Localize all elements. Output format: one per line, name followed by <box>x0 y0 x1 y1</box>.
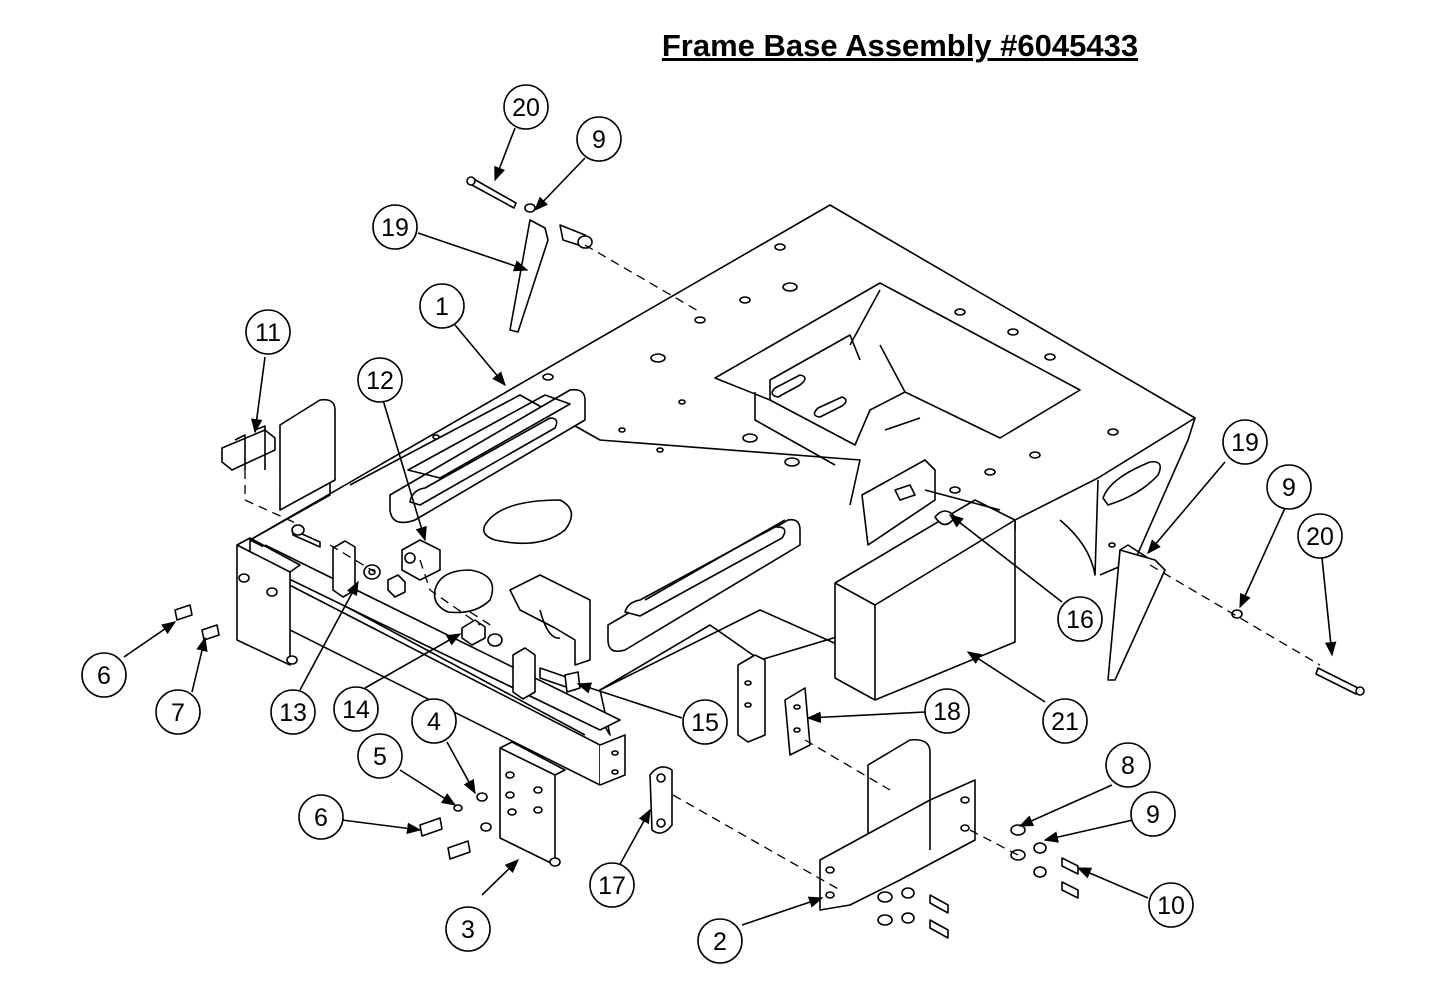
callout-7: 7 <box>155 689 201 735</box>
main-frame <box>249 204 1196 786</box>
callout-19-top: 19 <box>372 204 418 250</box>
callout-5: 5 <box>357 733 403 779</box>
svg-text:13: 13 <box>279 699 307 727</box>
svg-text:1: 1 <box>435 293 449 321</box>
callout-9-right: 9 <box>1266 464 1312 510</box>
svg-text:2: 2 <box>713 928 727 956</box>
callout-16: 16 <box>1057 596 1103 642</box>
callout-18: 18 <box>924 688 970 734</box>
callout-14: 14 <box>333 686 379 732</box>
svg-text:8: 8 <box>1121 752 1135 780</box>
callout-9-bottom: 9 <box>1130 791 1176 837</box>
callout-10: 10 <box>1148 882 1194 928</box>
left-hardware <box>174 398 581 700</box>
svg-text:6: 6 <box>97 662 111 690</box>
callout-1: 1 <box>419 283 465 329</box>
callout-11: 11 <box>245 309 291 355</box>
svg-text:19: 19 <box>1231 429 1259 457</box>
callout-15: 15 <box>682 699 728 745</box>
callout-13: 13 <box>270 689 316 735</box>
pin-hardware <box>466 176 1365 696</box>
right-bracket <box>819 738 1079 939</box>
svg-text:9: 9 <box>1146 801 1160 829</box>
svg-text:11: 11 <box>255 319 281 347</box>
svg-text:6: 6 <box>314 804 328 832</box>
leader-lines <box>123 127 1337 926</box>
svg-text:21: 21 <box>1051 708 1079 736</box>
svg-text:9: 9 <box>1282 474 1296 502</box>
callout-6-left: 6 <box>81 652 127 698</box>
assembly-lines <box>244 244 1321 891</box>
callout-12: 12 <box>357 357 403 403</box>
callout-6-bottom: 6 <box>298 794 344 840</box>
callout-8: 8 <box>1105 742 1151 788</box>
callout-2: 2 <box>697 918 743 964</box>
svg-text:14: 14 <box>342 696 370 724</box>
svg-text:12: 12 <box>366 367 394 395</box>
svg-text:9: 9 <box>592 126 606 154</box>
front-plate-left <box>419 741 673 867</box>
battery-box <box>737 459 1016 756</box>
callout-4: 4 <box>411 698 457 744</box>
svg-text:3: 3 <box>461 916 475 944</box>
callout-20-right: 20 <box>1297 513 1343 559</box>
svg-text:5: 5 <box>373 743 387 771</box>
svg-text:15: 15 <box>691 709 719 737</box>
svg-text:18: 18 <box>933 698 961 726</box>
callout-9-top: 9 <box>576 116 622 162</box>
svg-text:16: 16 <box>1066 606 1094 634</box>
svg-text:10: 10 <box>1157 892 1185 920</box>
svg-text:17: 17 <box>598 872 626 900</box>
callout-3: 3 <box>445 906 491 952</box>
svg-text:20: 20 <box>512 94 540 122</box>
svg-text:20: 20 <box>1306 523 1334 551</box>
callout-19-right: 19 <box>1222 419 1268 465</box>
svg-text:4: 4 <box>427 708 441 736</box>
callout-21: 21 <box>1042 698 1088 744</box>
svg-text:7: 7 <box>171 699 185 727</box>
callout-20-top: 20 <box>503 84 549 130</box>
svg-text:19: 19 <box>381 214 409 242</box>
diagram-title: Frame Base Assembly #6045433 <box>661 28 1139 63</box>
callout-17: 17 <box>589 862 635 908</box>
